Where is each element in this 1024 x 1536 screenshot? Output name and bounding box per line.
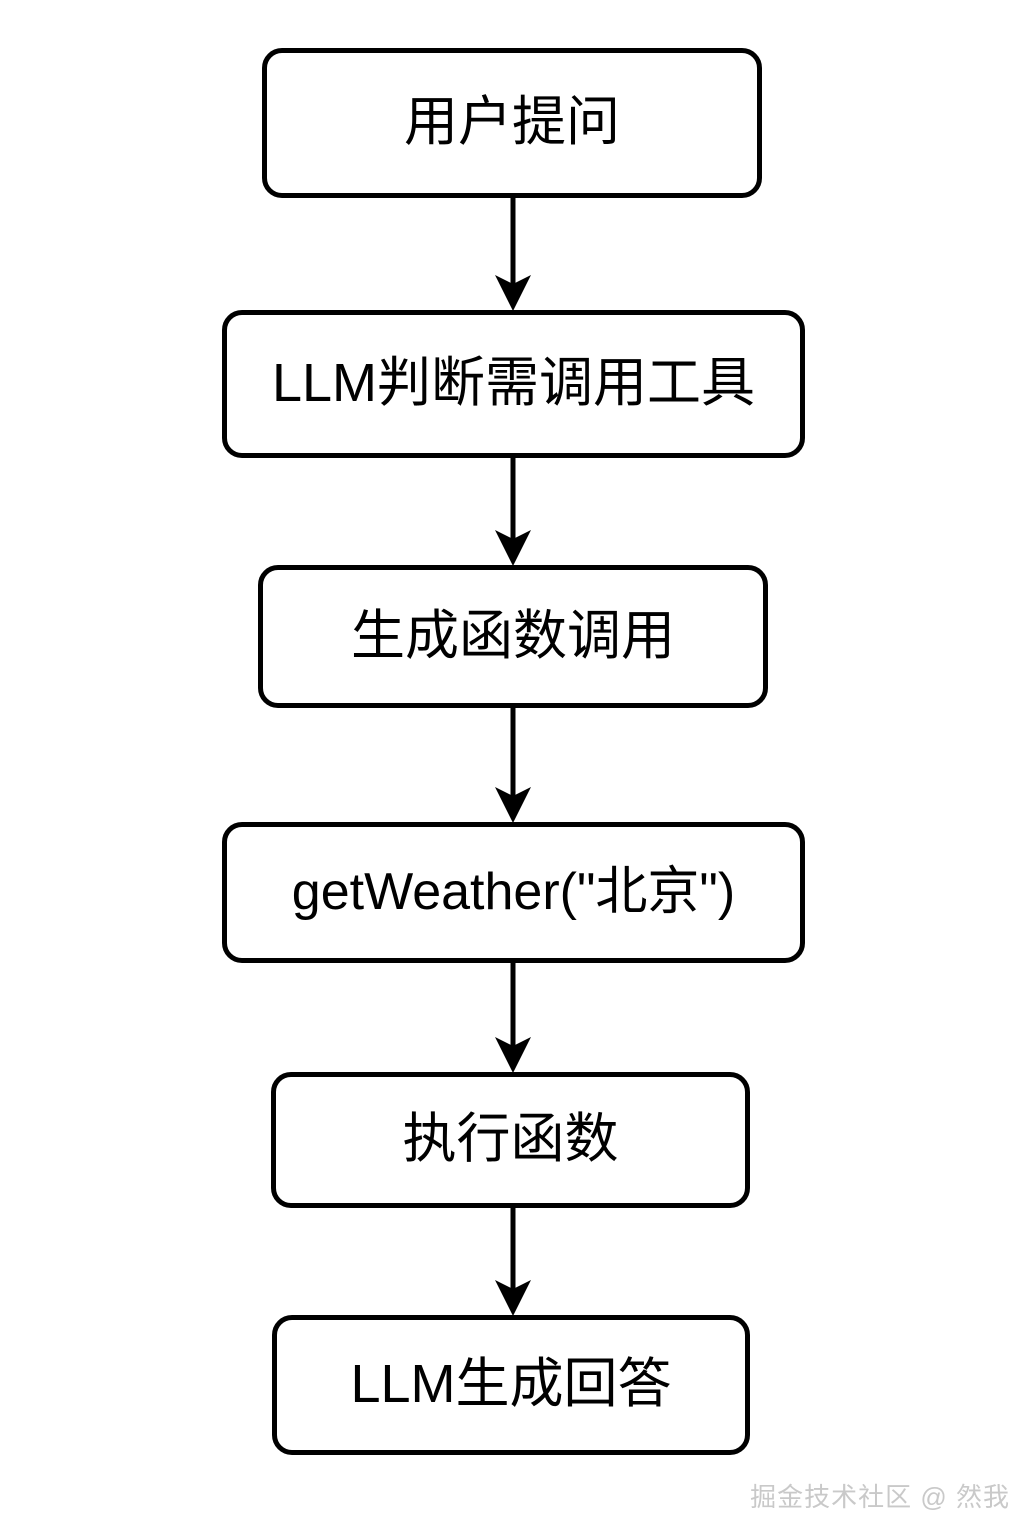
node-label-llm-answer: LLM生成回答	[350, 1354, 672, 1415]
node-label-execute-function: 执行函数	[402, 1109, 619, 1170]
node-label-get-weather-call: getWeather("北京")	[291, 862, 736, 921]
node-label-generate-call: 生成函数调用	[351, 605, 675, 666]
node-llm-decide-tool[interactable]: LLM判断需调用工具	[222, 310, 805, 458]
node-label-llm-decide-tool: LLM判断需调用工具	[271, 353, 756, 414]
node-execute-function[interactable]: 执行函数	[271, 1072, 750, 1208]
watermark-text: 掘金技术社区 @ 然我	[750, 1482, 1010, 1512]
node-get-weather-call[interactable]: getWeather("北京")	[222, 822, 805, 963]
node-generate-call[interactable]: 生成函数调用	[258, 565, 768, 708]
node-user-question[interactable]: 用户提问	[262, 48, 762, 198]
arrowhead-icon-2	[495, 530, 531, 566]
arrowhead-icon-1	[495, 275, 531, 311]
arrowhead-icon-4	[495, 1037, 531, 1073]
connector-arrowheads	[495, 275, 531, 1316]
node-label-user-question: 用户提问	[404, 92, 620, 153]
arrowhead-icon-3	[495, 787, 531, 823]
arrowhead-icon-5	[495, 1280, 531, 1316]
node-llm-answer[interactable]: LLM生成回答	[272, 1315, 750, 1455]
